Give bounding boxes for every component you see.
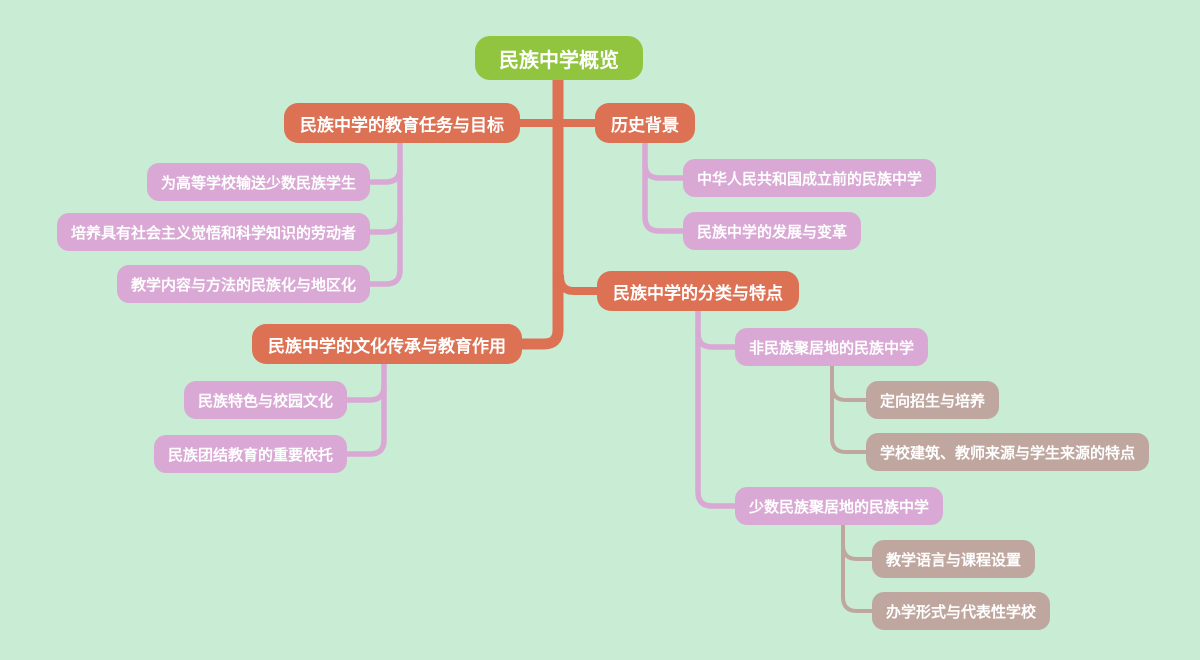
node-targeted-enrollment[interactable]: 定向招生与培养 — [866, 381, 1000, 419]
node-nonminority-area-schools[interactable]: 非民族聚居地的民族中学 — [735, 328, 929, 366]
node-building-teacher-student-sources[interactable]: 学校建筑、教师来源与学生来源的特点 — [866, 433, 1150, 471]
connector-minority-child-1 — [841, 543, 874, 561]
connector-history-child-1 — [642, 161, 686, 181]
connector-tasks-child-2 — [367, 215, 403, 235]
node-unity-education-support[interactable]: 民族团结教育的重要依托 — [153, 435, 347, 473]
node-localized-teaching[interactable]: 教学内容与方法的民族化与地区化 — [116, 265, 370, 303]
connector-branch-classification — [556, 272, 601, 295]
node-send-minority-students[interactable]: 为高等学校输送少数民族学生 — [146, 163, 370, 201]
node-ethnic-campus-culture[interactable]: 民族特色与校园文化 — [183, 381, 347, 419]
branch-education-tasks[interactable]: 民族中学的教育任务与目标 — [284, 103, 520, 143]
node-cultivate-workers[interactable]: 培养具有社会主义觉悟和科学知识的劳动者 — [56, 213, 370, 251]
connector-tasks-child-1 — [367, 165, 403, 185]
branch-history[interactable]: 历史背景 — [595, 103, 695, 143]
branch-culture[interactable]: 民族中学的文化传承与教育作用 — [252, 324, 522, 364]
connector-minority-stem — [841, 523, 874, 613]
node-root[interactable]: 民族中学概览 — [475, 36, 643, 80]
node-minority-area-schools[interactable]: 少数民族聚居地的民族中学 — [735, 487, 944, 525]
connector-classification-stem — [695, 308, 738, 509]
node-pre-prc-schools[interactable]: 中华人民共和国成立前的民族中学 — [683, 159, 937, 197]
node-teaching-language-curriculum[interactable]: 教学语言与课程设置 — [872, 540, 1036, 578]
grandchild-connector-group — [830, 364, 874, 613]
node-school-forms-representative[interactable]: 办学形式与代表性学校 — [872, 592, 1051, 630]
node-development-reform[interactable]: 民族中学的发展与变革 — [683, 212, 862, 250]
child-connector-group — [344, 140, 738, 509]
connector-culture-stem — [344, 361, 387, 457]
connector-trunk — [516, 72, 564, 350]
connector-classification-child-1 — [695, 330, 738, 350]
connector-tasks-stem — [367, 140, 403, 287]
trunk-connector-group — [516, 72, 601, 350]
branch-classification[interactable]: 民族中学的分类与特点 — [597, 271, 799, 311]
connector-culture-child-1 — [344, 383, 387, 403]
connector-history-stem — [642, 140, 686, 234]
connector-nonminority-stem — [830, 364, 868, 454]
connector-nonminority-child-1 — [830, 384, 868, 402]
